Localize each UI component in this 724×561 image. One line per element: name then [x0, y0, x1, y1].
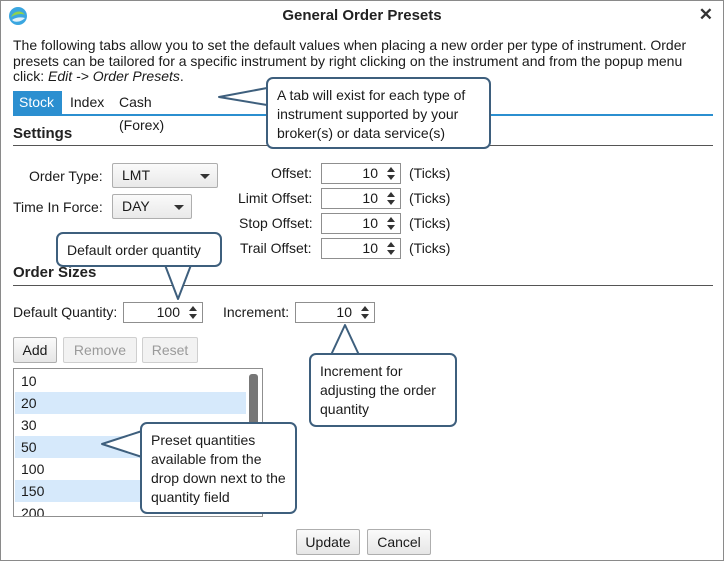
list-item[interactable]: 100	[21, 461, 45, 477]
offset-value: 10	[362, 165, 378, 181]
offset-label: Offset:	[271, 165, 312, 181]
list-item[interactable]: 10	[21, 373, 37, 389]
list-item[interactable]: 30	[21, 417, 37, 433]
description-body: The following tabs allow you to set the …	[13, 37, 687, 84]
default-quantity-spinner[interactable]: 100	[123, 302, 203, 323]
trail-offset-ticks-label: (Ticks)	[409, 240, 451, 256]
chevron-down-icon	[174, 205, 184, 210]
stop-offset-label: Stop Offset:	[239, 215, 313, 231]
time-in-force-select[interactable]: DAY	[112, 194, 192, 219]
add-button[interactable]: Add	[13, 337, 57, 363]
default-quantity-label: Default Quantity:	[13, 304, 118, 320]
spinner-up-icon[interactable]	[189, 306, 197, 311]
order-type-label: Order Type:	[29, 168, 103, 184]
close-icon[interactable]: ✕	[698, 5, 713, 24]
tab-index[interactable]: Index	[70, 94, 105, 110]
title-bar: General Order Presets ✕	[1, 1, 723, 31]
spinner-up-icon[interactable]	[361, 306, 369, 311]
stop-offset-value: 10	[362, 215, 378, 231]
spinner-down-icon[interactable]	[387, 175, 395, 180]
limit-offset-label: Limit Offset:	[238, 190, 313, 206]
reset-button[interactable]: Reset	[142, 337, 198, 363]
limit-offset-spinner[interactable]: 10	[321, 188, 401, 209]
list-scrollbar[interactable]	[249, 374, 258, 446]
stop-offset-ticks-label: (Ticks)	[409, 215, 451, 231]
default-quantity-callout-pointer	[164, 264, 192, 300]
spinner-down-icon[interactable]	[387, 225, 395, 230]
spinner-down-icon[interactable]	[361, 314, 369, 319]
increment-callout-pointer	[330, 324, 360, 356]
tabs-callout: A tab will exist for each type of instru…	[266, 77, 491, 149]
offset-spinner[interactable]: 10	[321, 163, 401, 184]
tabs-callout-pointer	[218, 87, 268, 106]
app-logo-icon	[9, 7, 27, 25]
chevron-down-icon	[200, 174, 210, 179]
default-quantity-value: 100	[156, 304, 180, 320]
presets-callout-pointer	[101, 430, 143, 458]
dialog-title: General Order Presets	[282, 7, 442, 24]
spinner-up-icon[interactable]	[387, 217, 395, 222]
update-button[interactable]: Update	[296, 529, 360, 555]
stop-offset-spinner[interactable]: 10	[321, 213, 401, 234]
spinner-down-icon[interactable]	[387, 200, 395, 205]
spinner-down-icon[interactable]	[387, 250, 395, 255]
spinner-up-icon[interactable]	[387, 167, 395, 172]
increment-spinner[interactable]: 10	[295, 302, 375, 323]
spinner-up-icon[interactable]	[387, 242, 395, 247]
remove-button[interactable]: Remove	[63, 337, 137, 363]
tab-cash-forex[interactable]: Cash (Forex)	[119, 94, 165, 133]
cancel-button[interactable]: Cancel	[367, 529, 431, 555]
offset-ticks-label: (Ticks)	[409, 165, 451, 181]
spinner-up-icon[interactable]	[387, 192, 395, 197]
list-item[interactable]: 200	[21, 505, 45, 517]
time-in-force-value: DAY	[122, 198, 150, 214]
list-item[interactable]: 20	[15, 392, 246, 414]
increment-label: Increment:	[223, 304, 290, 320]
trail-offset-value: 10	[362, 240, 378, 256]
settings-title: Settings	[13, 125, 73, 142]
time-in-force-label: Time In Force:	[13, 199, 103, 215]
order-sizes-title: Order Sizes	[13, 264, 97, 281]
presets-callout: Preset quantities available from the dro…	[140, 422, 297, 514]
description-end: .	[179, 68, 184, 84]
close-button[interactable]: ✕	[699, 5, 713, 25]
trail-offset-label: Trail Offset:	[240, 240, 312, 256]
limit-offset-ticks-label: (Ticks)	[409, 190, 451, 206]
description-text: The following tabs allow you to set the …	[13, 37, 713, 85]
increment-callout: Increment for adjusting the order quanti…	[309, 353, 457, 427]
trail-offset-spinner[interactable]: 10	[321, 238, 401, 259]
order-type-value: LMT	[122, 167, 150, 183]
menu-path-text: Edit -> Order Presets	[48, 68, 180, 84]
increment-value: 10	[336, 304, 352, 320]
order-sizes-divider	[13, 285, 713, 286]
default-quantity-callout: Default order quantity	[56, 232, 222, 267]
order-type-select[interactable]: LMT	[112, 163, 218, 188]
tab-stock[interactable]: Stock	[13, 91, 62, 114]
limit-offset-value: 10	[362, 190, 378, 206]
spinner-down-icon[interactable]	[189, 314, 197, 319]
